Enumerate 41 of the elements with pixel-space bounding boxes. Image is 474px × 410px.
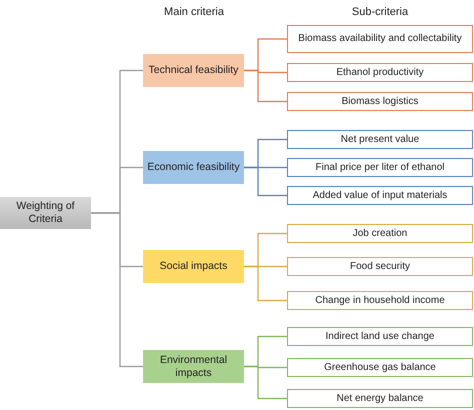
node-label: Social impacts — [160, 260, 228, 273]
sub-criterion-box — [287, 389, 473, 408]
column-heading: Main criteria — [164, 6, 224, 18]
column-heading: Sub-criteria — [352, 6, 408, 18]
criterion-box — [143, 250, 244, 283]
connector-line — [91, 212, 143, 368]
connector-line — [244, 266, 287, 302]
sub-criterion-box — [287, 130, 473, 149]
node-label: Economic feasibility — [147, 161, 240, 174]
node-label: Change in household income — [315, 294, 445, 306]
node-label: Technical feasibility — [148, 64, 238, 77]
node-label: Food security — [350, 260, 410, 272]
criterion-box — [143, 151, 244, 184]
node-label: Greenhouse gas balance — [324, 362, 436, 374]
node-label: Environmental impacts — [158, 354, 228, 380]
node-label: Biomass availability and collectability — [298, 33, 462, 45]
sub-criterion-box — [287, 257, 473, 276]
node-label: Final price per liter of ethanol — [316, 162, 444, 174]
node-label: Biomass logistics — [342, 96, 418, 108]
sub-criterion-box — [287, 158, 473, 177]
node-label: Ethanol productivity — [336, 66, 424, 78]
criterion-box — [143, 350, 244, 383]
connector-line — [244, 166, 287, 196]
sub-criterion-box — [287, 63, 473, 82]
sub-criterion-box — [287, 92, 473, 111]
root-box — [0, 197, 91, 229]
sub-criterion-box — [287, 358, 473, 377]
node-label: Net present value — [340, 134, 420, 146]
sub-criterion-box — [287, 327, 473, 346]
sub-criterion-box — [287, 25, 473, 53]
node-label: Job creation — [352, 228, 408, 240]
criterion-box — [143, 54, 244, 87]
node-label: Indirect land use change — [326, 330, 434, 342]
sub-criterion-box — [287, 224, 473, 243]
connector-line — [244, 366, 287, 400]
sub-criterion-box — [287, 291, 473, 310]
node-label: Net energy balance — [336, 392, 424, 404]
node-label: Weighting of Criteria — [15, 200, 76, 226]
connector-line — [244, 70, 287, 102]
sub-criterion-box — [287, 186, 473, 205]
node-label: Added value of input materials — [312, 190, 448, 202]
